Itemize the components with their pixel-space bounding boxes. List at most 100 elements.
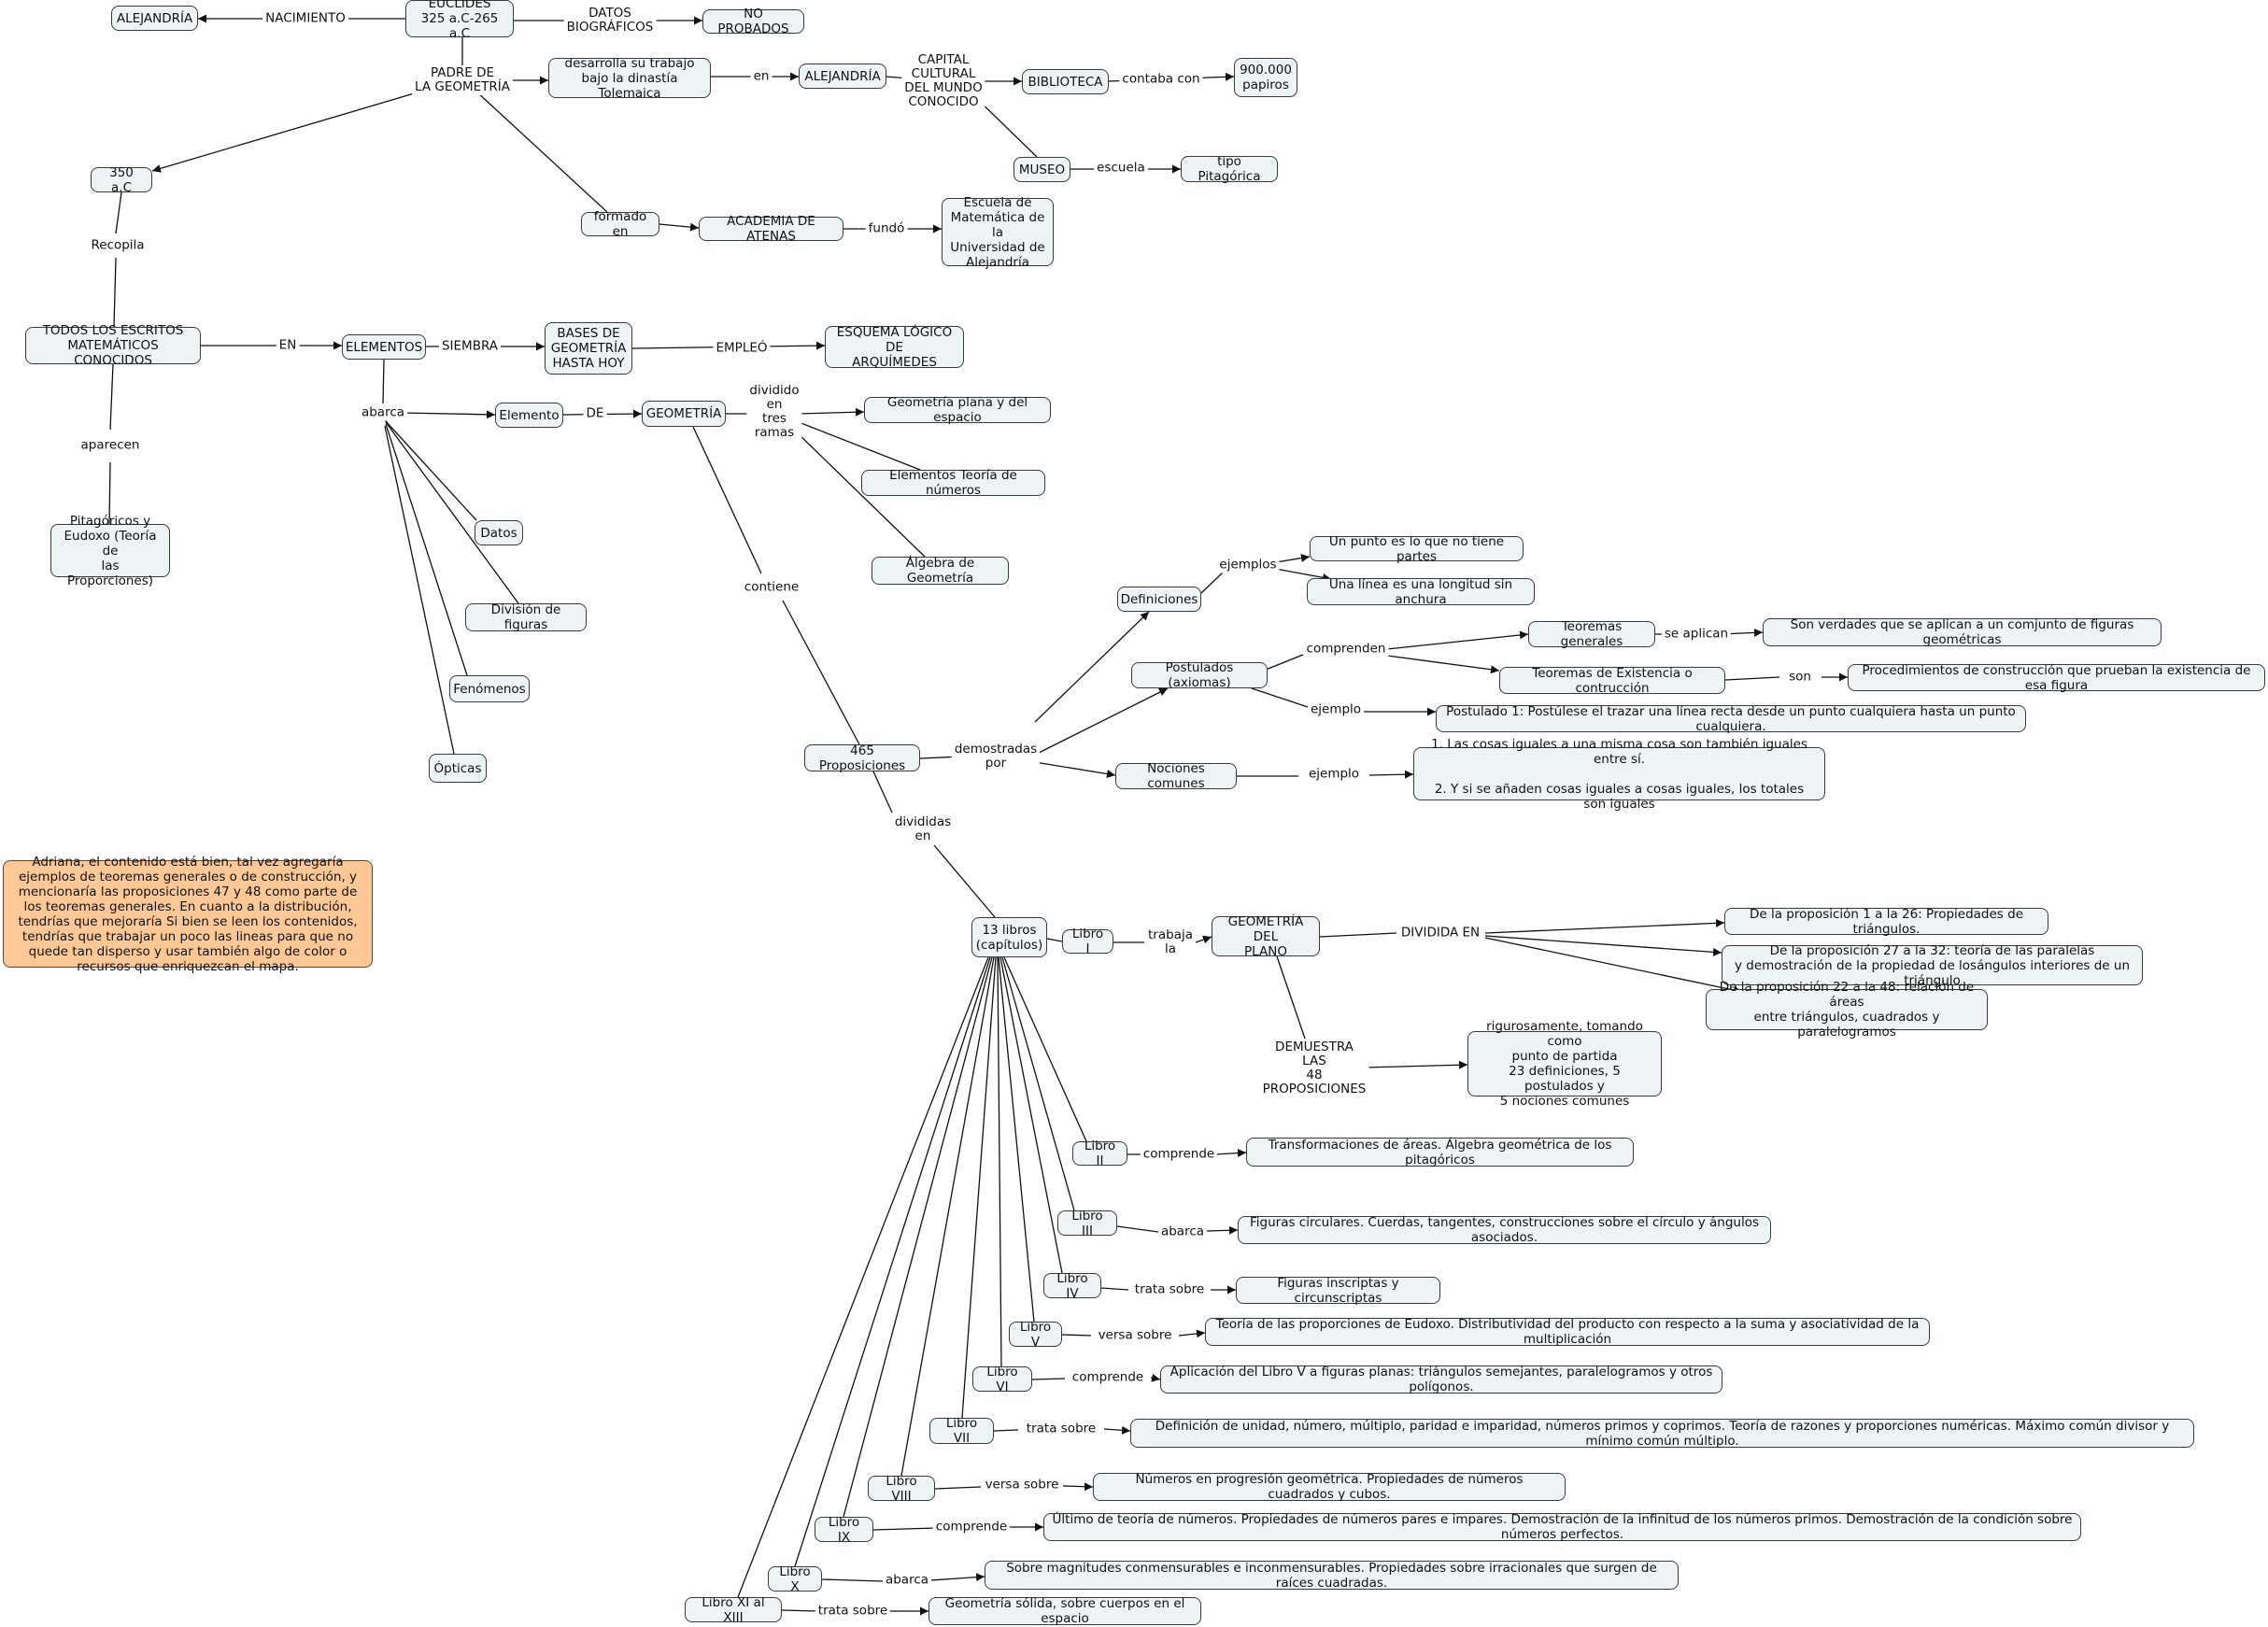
node-elemento[interactable]: Elemento: [495, 403, 563, 428]
node-papiros[interactable]: 900.000 papiros: [1234, 58, 1297, 97]
node-libro-v[interactable]: Libro V: [1009, 1320, 1062, 1350]
node-teoremas-generales[interactable]: Teoremas generales: [1528, 619, 1655, 649]
node-tipo-pitagorica[interactable]: tipo Pitagórica: [1181, 154, 1278, 184]
connector-line: [1484, 937, 1743, 995]
connector-line: [997, 956, 1002, 1367]
connector-line: [1034, 761, 1116, 778]
node-teoremas-existencia[interactable]: Teoremas de Existencia o contrucción: [1499, 666, 1725, 696]
node-prop-22-48[interactable]: De la proposición 22 a la 48: relación d…: [1706, 980, 1988, 1040]
node-postulado-1[interactable]: Postulado 1: Postúlese el trazar una lín…: [1436, 704, 2026, 734]
label-contiene: contiene: [741, 579, 802, 596]
node-nociones-comunes[interactable]: Nociones comunes: [1115, 761, 1237, 791]
node-libro-ix[interactable]: Libro IX: [815, 1515, 873, 1545]
label-capital-cultural: CAPITAL CULTURAL DEL MUNDO CONOCIDO: [901, 52, 985, 110]
label-contaba-con: contaba con: [1119, 71, 1203, 88]
node-nociones-ejemplo[interactable]: 1. Las cosas iguales a una misma cosa so…: [1413, 737, 1825, 812]
node-una-linea[interactable]: Una línea es una longitud sin anchura: [1307, 577, 1535, 607]
node-libro-vi[interactable]: Libro VI: [972, 1365, 1032, 1394]
connector-line: [1386, 630, 1529, 650]
node-geometria-plana[interactable]: Geometría plana y del espacio: [864, 395, 1051, 425]
node-figuras-inscriptas[interactable]: Figuras inscriptas y circunscriptas: [1236, 1276, 1440, 1306]
connector-line: [798, 407, 865, 417]
node-opticas[interactable]: Ópticas: [429, 754, 487, 783]
node-figuras-circulares[interactable]: Figuras circulares. Cuerdas, tangentes, …: [1238, 1215, 1771, 1245]
node-procedimientos[interactable]: Procedimientos de construcción que prueb…: [1848, 663, 2265, 693]
connector-line: [692, 426, 762, 574]
node-escuela-matematica[interactable]: Escuela de Matemática de la Universidad …: [942, 195, 1054, 270]
node-definiciones[interactable]: Definiciones: [1117, 587, 1201, 612]
node-postulados[interactable]: Postulados (axiomas): [1131, 660, 1268, 690]
node-geometria-plano[interactable]: GEOMETRÍA DEL PLANO: [1212, 914, 1320, 959]
node-todos-los-escritos[interactable]: TODOS LOS ESCRITOS MATEMÁTICOS CONOCIDOS: [25, 323, 201, 368]
node-proporciones-eudoxo[interactable]: Teoría de las proporciones de Eudoxo. Di…: [1205, 1317, 1930, 1347]
connector-line: [1276, 955, 1306, 1040]
node-bases-geometria[interactable]: BASES DE GEOMETRÍA HASTA HOY: [545, 322, 632, 375]
connector-line: [872, 771, 893, 814]
node-dinastia-tolemaica[interactable]: desarrolla su trabajo bajo la dinastía T…: [548, 56, 711, 101]
node-datos[interactable]: Datos: [475, 520, 523, 545]
node-libro-i[interactable]: Libro I: [1062, 927, 1113, 956]
label-libro-x-abarca: abarca: [882, 1572, 932, 1589]
node-ultimo-teoria-numeros[interactable]: Último de teoría de números. Propiedades…: [1043, 1512, 2081, 1542]
connector-line: [109, 363, 114, 431]
node-geometria[interactable]: GEOMETRÍA: [642, 401, 726, 427]
connector-line: [1319, 932, 1397, 938]
connector-line: [933, 844, 996, 918]
connector-line: [384, 425, 455, 755]
node-magnitudes[interactable]: Sobre magnitudes conmensurables e inconm…: [985, 1561, 1679, 1591]
node-libro-vii[interactable]: Libro VII: [929, 1416, 994, 1446]
connector-line: [1061, 1334, 1092, 1337]
label-libro-xi-trata: trata sobre: [815, 1603, 891, 1620]
node-transformaciones-areas[interactable]: Transformaciones de áreas. Álgebra geomé…: [1246, 1138, 1634, 1167]
connector-line: [872, 1527, 937, 1531]
node-division-figuras[interactable]: División de figuras: [465, 602, 587, 632]
node-pitagoricos-eudoxo[interactable]: Pitagóricos y Eudoxo (Teoría de las Prop…: [50, 514, 170, 588]
connector-line: [382, 359, 385, 404]
connector-line: [961, 956, 997, 1419]
node-teoria-numeros[interactable]: Elementos Teoría de números: [861, 468, 1045, 498]
node-esquema-arquimedes[interactable]: ESQUEMA LÓGICO DE ARQUÍMEDES: [825, 325, 964, 370]
node-geometria-solida[interactable]: Geometría sólida, sobre cuerpos en el es…: [928, 1596, 1201, 1626]
connector-line: [1046, 938, 1063, 942]
connector-line: [993, 1429, 1019, 1432]
connector-line: [821, 1578, 884, 1582]
label-trabaja-la: trabaja la: [1145, 927, 1196, 957]
node-teacher-comment[interactable]: Adriana, el contenido está bien, tal vez…: [3, 855, 373, 974]
node-fenomenos[interactable]: Fenómenos: [449, 675, 530, 702]
node-alejandria-birthplace[interactable]: ALEJANDRÍA: [111, 6, 198, 31]
node-465-proposiciones[interactable]: 465 Proposiciones: [804, 743, 920, 773]
node-alejandria-capital[interactable]: ALEJANDRÍA: [799, 64, 886, 89]
node-libro-viii[interactable]: Libro VIII: [868, 1474, 935, 1504]
label-recopila: Recopila: [88, 237, 148, 254]
node-elementos[interactable]: ELEMENTOS: [342, 334, 426, 360]
label-libro-ii-comprende: comprende: [1140, 1146, 1218, 1163]
node-son-verdades[interactable]: Son verdades que se aplican a un comjunt…: [1763, 617, 2162, 647]
label-abarca: abarca: [358, 404, 408, 421]
node-prop-27-32[interactable]: De la proposición 27 a la 32: teoría de …: [1722, 943, 2143, 988]
node-350-ac[interactable]: 350 a.C: [91, 165, 152, 195]
node-academia-atenas[interactable]: ACADEMIA DE ATENAS: [699, 214, 843, 244]
node-progresion-geometrica[interactable]: Números en progresión geométrica. Propie…: [1093, 1472, 1566, 1502]
node-no-probados[interactable]: NO PROBADOS: [702, 7, 804, 36]
node-museo[interactable]: MUSEO: [1014, 157, 1070, 182]
node-libro-xi-xiii[interactable]: Libro XI al XIII: [685, 1595, 782, 1625]
connector-line: [1206, 1225, 1239, 1235]
node-libro-x[interactable]: Libro X: [768, 1564, 822, 1594]
node-13-libros[interactable]: 13 libros (capítulos): [971, 917, 1047, 957]
node-biblioteca[interactable]: BIBLIOTECA: [1022, 69, 1109, 94]
node-formado-en[interactable]: formado en: [581, 209, 659, 239]
node-euclides[interactable]: EUCLIDES 325 a.C-265 a.C: [405, 0, 514, 41]
node-rigurosamente[interactable]: rigurosamente, tomando como punto de par…: [1467, 1019, 1662, 1109]
node-algebra-geometria[interactable]: Álgebra de Geometría: [872, 556, 1009, 586]
node-libro-iv[interactable]: Libro IV: [1043, 1271, 1101, 1301]
node-definicion-unidad[interactable]: Definición de unidad, número, múltiplo, …: [1130, 1419, 2194, 1449]
node-libro-iii[interactable]: Libro III: [1057, 1209, 1117, 1238]
node-un-punto[interactable]: Un punto es lo que no tiene partes: [1310, 534, 1524, 564]
node-prop-1-26[interactable]: De la proposición 1 a la 26: Propiedades…: [1724, 907, 2048, 937]
connector-line: [1386, 655, 1500, 674]
node-libro-ii[interactable]: Libro II: [1072, 1139, 1127, 1168]
node-aplicacion-libro-v[interactable]: Aplicación del Libro V a figuras planas:…: [1160, 1365, 1722, 1394]
connector-line: [900, 956, 995, 1477]
label-ejemplos: ejemplos: [1216, 557, 1280, 573]
